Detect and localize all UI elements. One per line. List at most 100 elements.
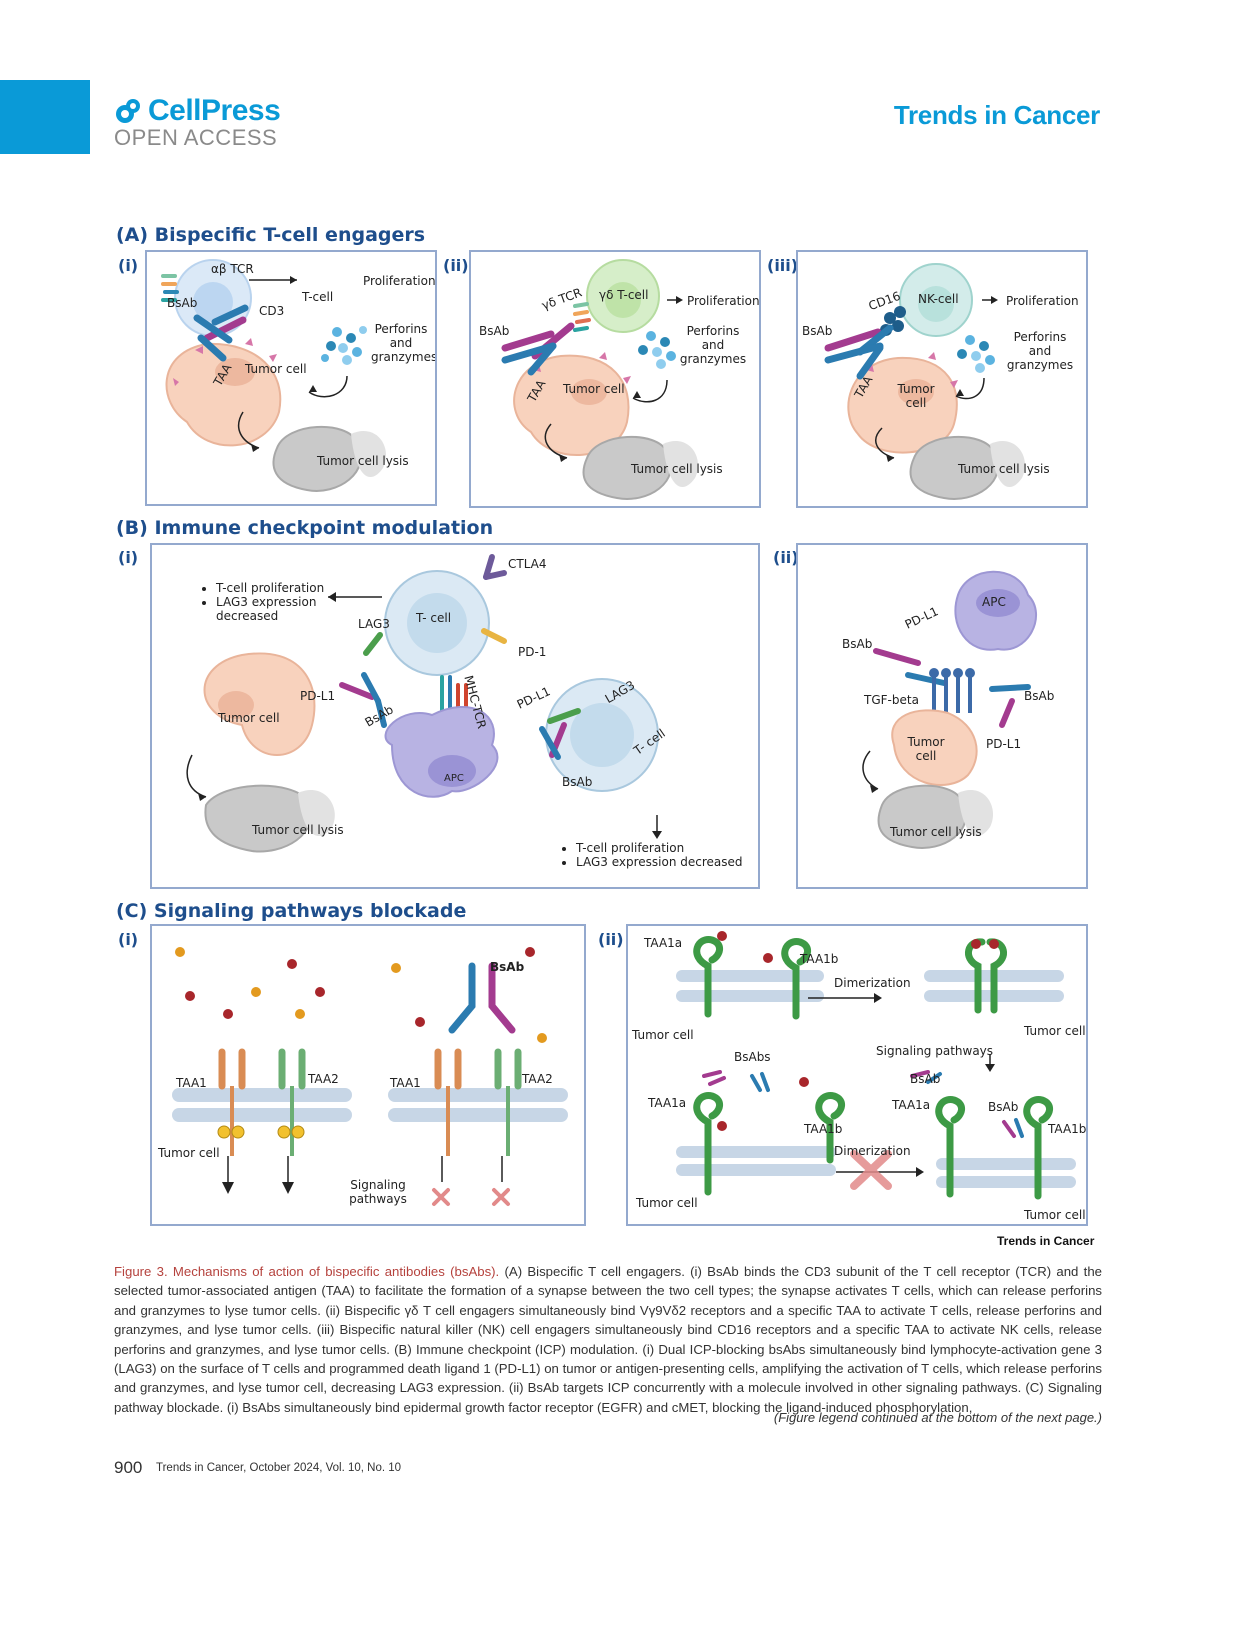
a-ii-perforins-label: Perforins and granzymes bbox=[679, 324, 747, 366]
section-a-sub-iii: (iii) bbox=[767, 256, 799, 275]
c-i-taa2-left-label: TAA2 bbox=[308, 1072, 339, 1086]
a-iii-tumor-label: Tumor cell bbox=[897, 382, 935, 410]
c-ii-tumor-bl-label: Tumor cell bbox=[636, 1196, 698, 1210]
a-ii-cell-label: γδ T-cell bbox=[599, 288, 649, 302]
tumor-cell-shape bbox=[847, 356, 958, 454]
c-ii-tumor-right-top-label: Tumor cell bbox=[1024, 1024, 1086, 1038]
tumor-cell-shape bbox=[203, 652, 316, 756]
membrane-right bbox=[388, 1088, 568, 1122]
c-i-signaling-label: Signaling pathways bbox=[349, 1178, 407, 1206]
c-ii-taa1a-top-label: TAA1a bbox=[644, 936, 683, 950]
panel-a-ii-illustration bbox=[501, 259, 699, 500]
tumor-cell-shape bbox=[891, 709, 978, 786]
c-ii-taa1a-r-label: TAA1a bbox=[892, 1098, 931, 1112]
a-i-tcr-label: αβ TCR bbox=[211, 262, 254, 276]
b-i-bsab-right-label: BsAb bbox=[562, 775, 593, 789]
figure-caption: Figure 3. Mechanisms of action of bispec… bbox=[114, 1262, 1102, 1417]
section-b-sub-i: (i) bbox=[118, 548, 139, 567]
c-ii-bsab-r2-label: BsAb bbox=[988, 1100, 1019, 1114]
a-iii-bsab-label: BsAb bbox=[802, 324, 833, 338]
section-a-title: (A) Bispecific T-cell engagers bbox=[116, 224, 426, 246]
b-ii-tumor-label: Tumor cell bbox=[907, 735, 945, 763]
section-c-title: (C) Signaling pathways blockade bbox=[116, 900, 467, 922]
c-ii-tumor-left-top-label: Tumor cell bbox=[632, 1028, 694, 1042]
c-ii-taa1b-bl-label: TAA1b bbox=[804, 1122, 843, 1136]
panel-a-iii: CD16 NK-cell Proliferation BsAb Perforin… bbox=[796, 250, 1088, 508]
a-i-t-cell-label: T-cell bbox=[302, 290, 334, 304]
a-iii-cell-label: NK-cell bbox=[918, 292, 959, 306]
b-i-lysis-label: Tumor cell lysis bbox=[252, 823, 344, 837]
journal-title: Trends in Cancer bbox=[893, 100, 1100, 130]
b-i-tcell-label: T- cell bbox=[416, 611, 452, 625]
panel-a-iii-illustration bbox=[824, 263, 1026, 500]
logo-sub-text: OPEN ACCESS bbox=[114, 125, 278, 150]
panel-b-i: T-cell proliferation LAG3 expression dec… bbox=[150, 543, 760, 889]
trends-watermark: Trends in Cancer bbox=[997, 1234, 1095, 1248]
section-c-sub-i: (i) bbox=[118, 930, 139, 949]
b-ii-apc-label: APC bbox=[982, 595, 1006, 609]
panel-a-i: αβ TCR T-cell Proliferation BsAb CD3 Per… bbox=[145, 250, 437, 506]
b-i-bullet-bottom-1: T-cell proliferation bbox=[576, 841, 758, 855]
a-ii-tumor-label: Tumor cell bbox=[563, 382, 625, 396]
a-ii-bsab-label: BsAb bbox=[479, 324, 510, 338]
panel-c-ii: TAA1a TAA1b Dimerization Tumor cell Tumo… bbox=[626, 924, 1088, 1226]
c-ii-taa1b-top-label: TAA1b bbox=[800, 952, 839, 966]
perforin-granules bbox=[638, 331, 676, 369]
footer-journal: Trends in Cancer, October 2024, Vol. 10,… bbox=[156, 1462, 402, 1474]
tumor-cell-shape bbox=[513, 354, 630, 456]
c-i-bsab-label: BsAb bbox=[490, 960, 525, 974]
a-ii-proliferation-label: Proliferation bbox=[687, 294, 760, 308]
panel-c-i-illustration bbox=[172, 947, 568, 1206]
lysed-cell-shape bbox=[272, 425, 362, 492]
section-a-sub-i: (i) bbox=[118, 256, 139, 275]
a-i-tumor-label: Tumor cell bbox=[245, 362, 307, 376]
perforin-granules bbox=[957, 335, 995, 373]
a-i-bsab-label: BsAb bbox=[167, 296, 198, 310]
b-i-bullet-top-1: T-cell proliferation bbox=[216, 581, 376, 595]
a-i-lysis-label: Tumor cell lysis bbox=[317, 454, 409, 468]
a-i-perforins-label: Perforins and granzymes bbox=[371, 322, 437, 364]
b-i-lag3-label: LAG3 bbox=[358, 617, 390, 631]
panel-b-ii: APC PD-L1 BsAb TGF-beta BsAb Tumor cell … bbox=[796, 543, 1088, 889]
c-ii-bsab-r1-label: BsAb bbox=[910, 1072, 941, 1086]
b-i-pdl1-left-label: PD-L1 bbox=[300, 689, 336, 703]
accent-bar bbox=[0, 80, 90, 154]
b-ii-tgf-label: TGF-beta bbox=[864, 693, 919, 707]
page-number: 900 bbox=[114, 1458, 143, 1477]
panel-c-i: BsAb TAA1 TAA2 TAA1 TAA2 Tumor cell Sign… bbox=[150, 924, 586, 1226]
c-i-taa2-right-label: TAA2 bbox=[522, 1072, 553, 1086]
cellpress-logo: CellPress OPEN ACCESS bbox=[114, 96, 281, 150]
caption-continued: (Figure legend continued at the bottom o… bbox=[773, 1410, 1102, 1425]
c-ii-dimerization-top-label: Dimerization bbox=[834, 976, 911, 990]
c-ii-tumor-br-label: Tumor cell bbox=[1024, 1208, 1086, 1222]
figure-caption-body: (A) Bispecific T cell engagers. (i) BsAb… bbox=[114, 1264, 1102, 1415]
a-i-proliferation-label: Proliferation bbox=[363, 274, 436, 288]
b-i-apc-label: APC bbox=[444, 773, 464, 784]
section-b-sub-ii: (ii) bbox=[773, 548, 799, 567]
b-ii-pdl1-bottom-label: PD-L1 bbox=[986, 737, 1022, 751]
c-i-tumor-label: Tumor cell bbox=[158, 1146, 220, 1160]
b-i-bullets-bottom: T-cell proliferation LAG3 expression dec… bbox=[560, 841, 758, 869]
figure-caption-title: Figure 3. Mechanisms of action of bispec… bbox=[114, 1264, 500, 1279]
b-i-ctla4-label: CTLA4 bbox=[508, 557, 547, 571]
a-i-cd3-label: CD3 bbox=[259, 304, 285, 318]
perforin-granules bbox=[321, 326, 367, 365]
lysed-cell-shape bbox=[204, 784, 312, 853]
section-b-title: (B) Immune checkpoint modulation bbox=[116, 517, 494, 539]
c-i-taa1-left-label: TAA1 bbox=[176, 1076, 207, 1090]
a-iii-proliferation-label: Proliferation bbox=[1006, 294, 1079, 308]
panel-b-i-illustration bbox=[186, 554, 662, 853]
panel-a-ii: γδ TCR γδ T-cell Proliferation BsAb Perf… bbox=[469, 250, 761, 508]
b-i-bullets-top: T-cell proliferation LAG3 expression dec… bbox=[200, 581, 376, 623]
b-ii-bsab-right-label: BsAb bbox=[1024, 689, 1055, 703]
a-iii-lysis-label: Tumor cell lysis bbox=[958, 462, 1050, 476]
panel-a-i-illustration bbox=[161, 259, 387, 492]
b-i-bullet-top-2: LAG3 expression decreased bbox=[216, 595, 376, 623]
b-ii-lysis-label: Tumor cell lysis bbox=[890, 825, 982, 839]
lysed-cell-shape bbox=[877, 784, 967, 849]
c-ii-bsabs-label: BsAbs bbox=[734, 1050, 771, 1064]
membrane-left bbox=[172, 1088, 352, 1122]
c-ii-signaling-label: Signaling pathways bbox=[876, 1044, 994, 1058]
a-ii-lysis-label: Tumor cell lysis bbox=[631, 462, 723, 476]
a-iii-perforins-label: Perforins and granzymes bbox=[1006, 330, 1074, 372]
